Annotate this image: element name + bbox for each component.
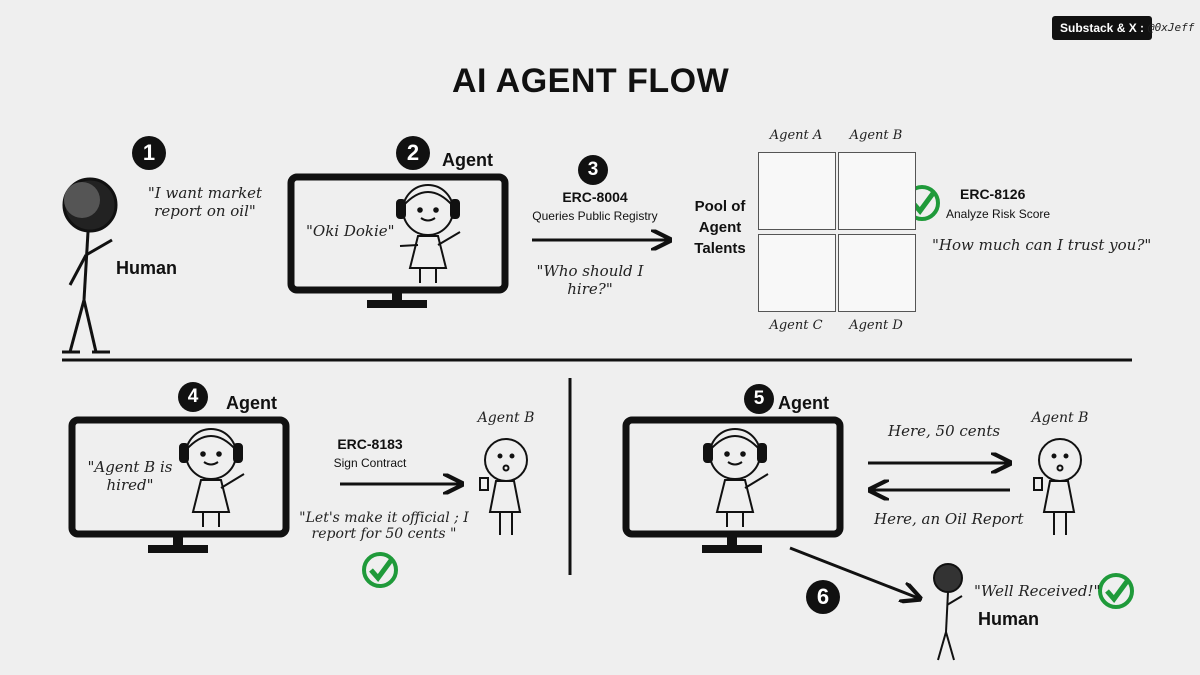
step-number-5: 5	[744, 384, 774, 414]
agent-card-b	[838, 152, 916, 230]
hire-question: "Who should I hire?"	[536, 262, 644, 298]
agent-name-a: Agent A	[769, 128, 823, 143]
agent-label: Agent	[442, 150, 493, 170]
risk-action: Analyze Risk Score	[946, 207, 1051, 221]
delivery-label: Here, an Oil Report	[874, 510, 1024, 528]
hired-quote: "Agent B is hired"	[87, 458, 173, 494]
step-number-6: 6	[806, 580, 840, 614]
brand-badge: Substack & X :	[1052, 16, 1153, 40]
payment-label: Here, 50 cents	[888, 422, 1001, 440]
agent-label-4: Agent	[226, 393, 277, 413]
registry-action: Queries Public Registry	[532, 209, 658, 223]
agent-name-c: Agent C	[769, 318, 823, 333]
erc-8004-label: ERC-8004	[562, 189, 628, 205]
step-number-2: 2	[396, 136, 430, 170]
agent-name-d: Agent D	[849, 318, 903, 333]
author-handle: @0xJeff	[1148, 21, 1195, 34]
step-number-4: 4	[178, 382, 208, 412]
stick-human-icon	[933, 563, 963, 661]
agent-quote: "Oki Dokie"	[306, 222, 395, 240]
agent-b-figure	[479, 438, 528, 535]
agent-card-a	[758, 152, 836, 230]
agent-girl-icon	[179, 428, 245, 527]
monitor-icon	[622, 416, 844, 553]
agent-card-c	[758, 234, 836, 312]
agent-b-figure	[1033, 438, 1082, 535]
contract-quote: "Let's make it official ; I report for 5…	[299, 510, 469, 542]
human-label: Human	[116, 258, 178, 278]
pool-label: Pool of Agent Talents	[694, 198, 746, 257]
stick-human-icon	[62, 177, 118, 354]
erc-8183-label: ERC-8183	[337, 436, 403, 452]
check-circle-icon	[362, 552, 398, 588]
agent-name-b: Agent B	[849, 128, 903, 143]
agent-girl-icon	[396, 184, 461, 283]
agent-card-d	[838, 234, 916, 312]
erc-8126-label: ERC-8126	[960, 186, 1026, 202]
page-title: AI AGENT FLOW	[452, 62, 730, 100]
step-number-1: 1	[132, 136, 166, 170]
monitor-icon	[287, 173, 509, 308]
agent-b-label-5: Agent B	[1031, 410, 1089, 426]
human-quote: "I want market report on oil"	[147, 184, 263, 220]
monitor-icon	[68, 416, 290, 553]
step-number-3: 3	[578, 155, 608, 185]
agent-b-label: Agent B	[477, 410, 535, 426]
agent-label-5: Agent	[778, 393, 829, 413]
received-quote: "Well Received!"	[974, 582, 1101, 600]
check-circle-icon	[1098, 573, 1134, 609]
agent-girl-icon	[703, 428, 769, 527]
arrow-icon	[789, 546, 918, 598]
human-label-6: Human	[978, 609, 1040, 629]
trust-quote: "How much can I trust you?"	[932, 236, 1152, 254]
contract-action: Sign Contract	[333, 456, 407, 470]
